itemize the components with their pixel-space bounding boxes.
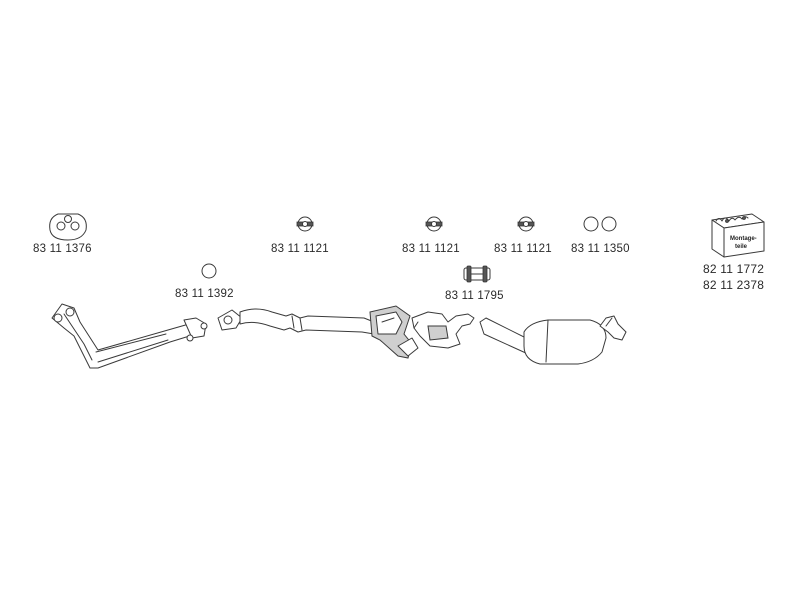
part-label-rings: 83 11 1350	[571, 243, 630, 255]
mounting-kit-box-text-2: teile	[735, 244, 748, 250]
part-label-mounting-kit-1: 82 11 1772	[703, 262, 765, 276]
part-label-mounting-kit-2: 82 11 2378	[703, 278, 765, 292]
sealing-ring-icon	[201, 263, 217, 279]
mounting-kit-box-text-1: Montage-	[730, 236, 757, 242]
center-silencer-icon	[369, 305, 419, 359]
middle-pipe-icon	[217, 308, 375, 335]
part-label-clamp: 83 11 1795	[445, 290, 504, 302]
part-label-hanger-3: 83 11 1121	[494, 243, 552, 255]
rubber-hanger-icon-3	[517, 216, 535, 232]
rubber-hanger-icon-1	[296, 216, 314, 232]
mounting-kit-box-icon: Montage- teile	[711, 213, 765, 258]
front-downpipe-icon	[51, 303, 208, 369]
flange-gasket-icon	[49, 213, 87, 241]
intermediate-muffler-icon	[411, 311, 475, 349]
rear-silencer-icon	[479, 315, 627, 365]
sealing-rings-icon	[583, 216, 617, 232]
pipe-clamp-icon	[463, 265, 491, 283]
part-label-ring-single: 83 11 1392	[175, 288, 234, 300]
rubber-hanger-icon-2	[425, 216, 443, 232]
part-label-hanger-2: 83 11 1121	[402, 243, 460, 255]
part-label-hanger-1: 83 11 1121	[271, 243, 329, 255]
part-label-gasket-flange: 83 11 1376	[33, 243, 92, 255]
